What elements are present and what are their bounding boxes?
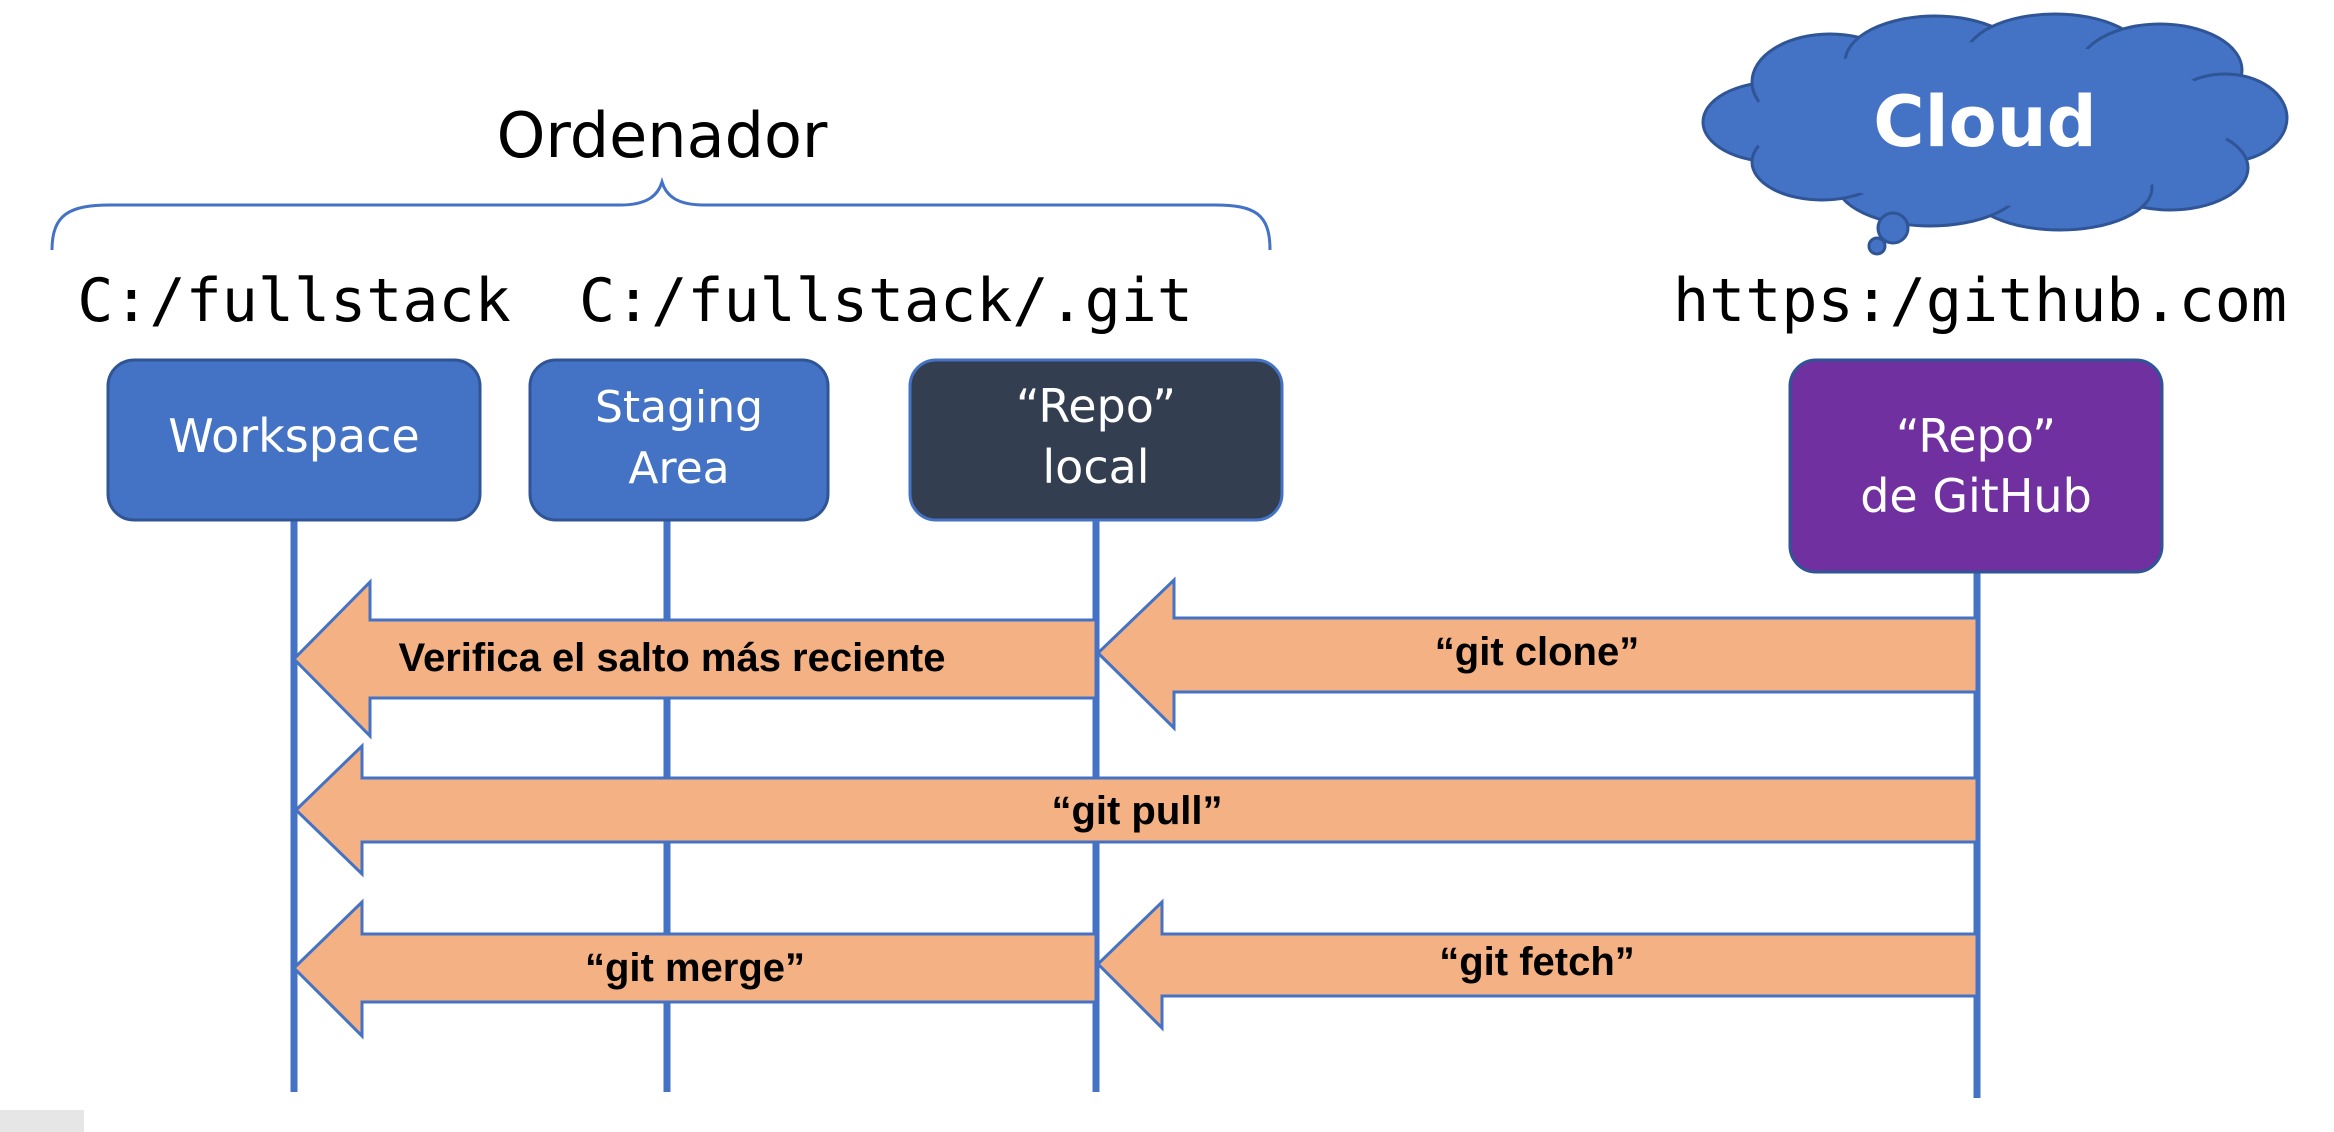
arrow-fetch-label: “git fetch” [1439, 940, 1635, 984]
local-repo-box-label-line2: local [1042, 440, 1149, 494]
local-repo-box [908, 358, 1284, 522]
github-repo-box-label-line2: de GitHub [1860, 469, 2092, 523]
arrow-merge [291, 898, 1098, 1040]
local-repo-box-label-line1: “Repo” [1016, 379, 1176, 433]
arrow-merge-label: “git merge” [585, 946, 805, 990]
workspace-path-label: C:/fullstack [77, 266, 510, 336]
corner-artifact [0, 1110, 84, 1132]
git-path-label: C:/fullstack/.git [579, 266, 1193, 336]
group-label: Ordenador [497, 99, 828, 172]
arrow-pull-label: “git pull” [1051, 789, 1222, 833]
arrow-clone-label: “git clone” [1435, 630, 1639, 674]
github-repo-box-label-line1: “Repo” [1896, 409, 2056, 463]
github-repo-box [1788, 358, 2164, 574]
group-brace [50, 176, 1272, 251]
github-url-label: https:/github.com [1673, 266, 2287, 336]
arrow-pull [293, 742, 1979, 878]
cloud-shape [1701, 12, 2289, 256]
arrow-clone [1095, 576, 1979, 732]
arrow-checkout [291, 578, 1098, 740]
arrow-checkout-label: Verifica el salto más reciente [399, 636, 946, 680]
staging-area-box [528, 358, 830, 522]
staging-area-box-label-line1: Staging [595, 382, 763, 433]
cloud-label: Cloud [1873, 81, 2096, 163]
staging-area-box-label-line2: Area [628, 443, 729, 494]
arrow-fetch [1095, 898, 1979, 1032]
workspace-box [106, 358, 482, 522]
workspace-box-label: Workspace [168, 409, 419, 463]
